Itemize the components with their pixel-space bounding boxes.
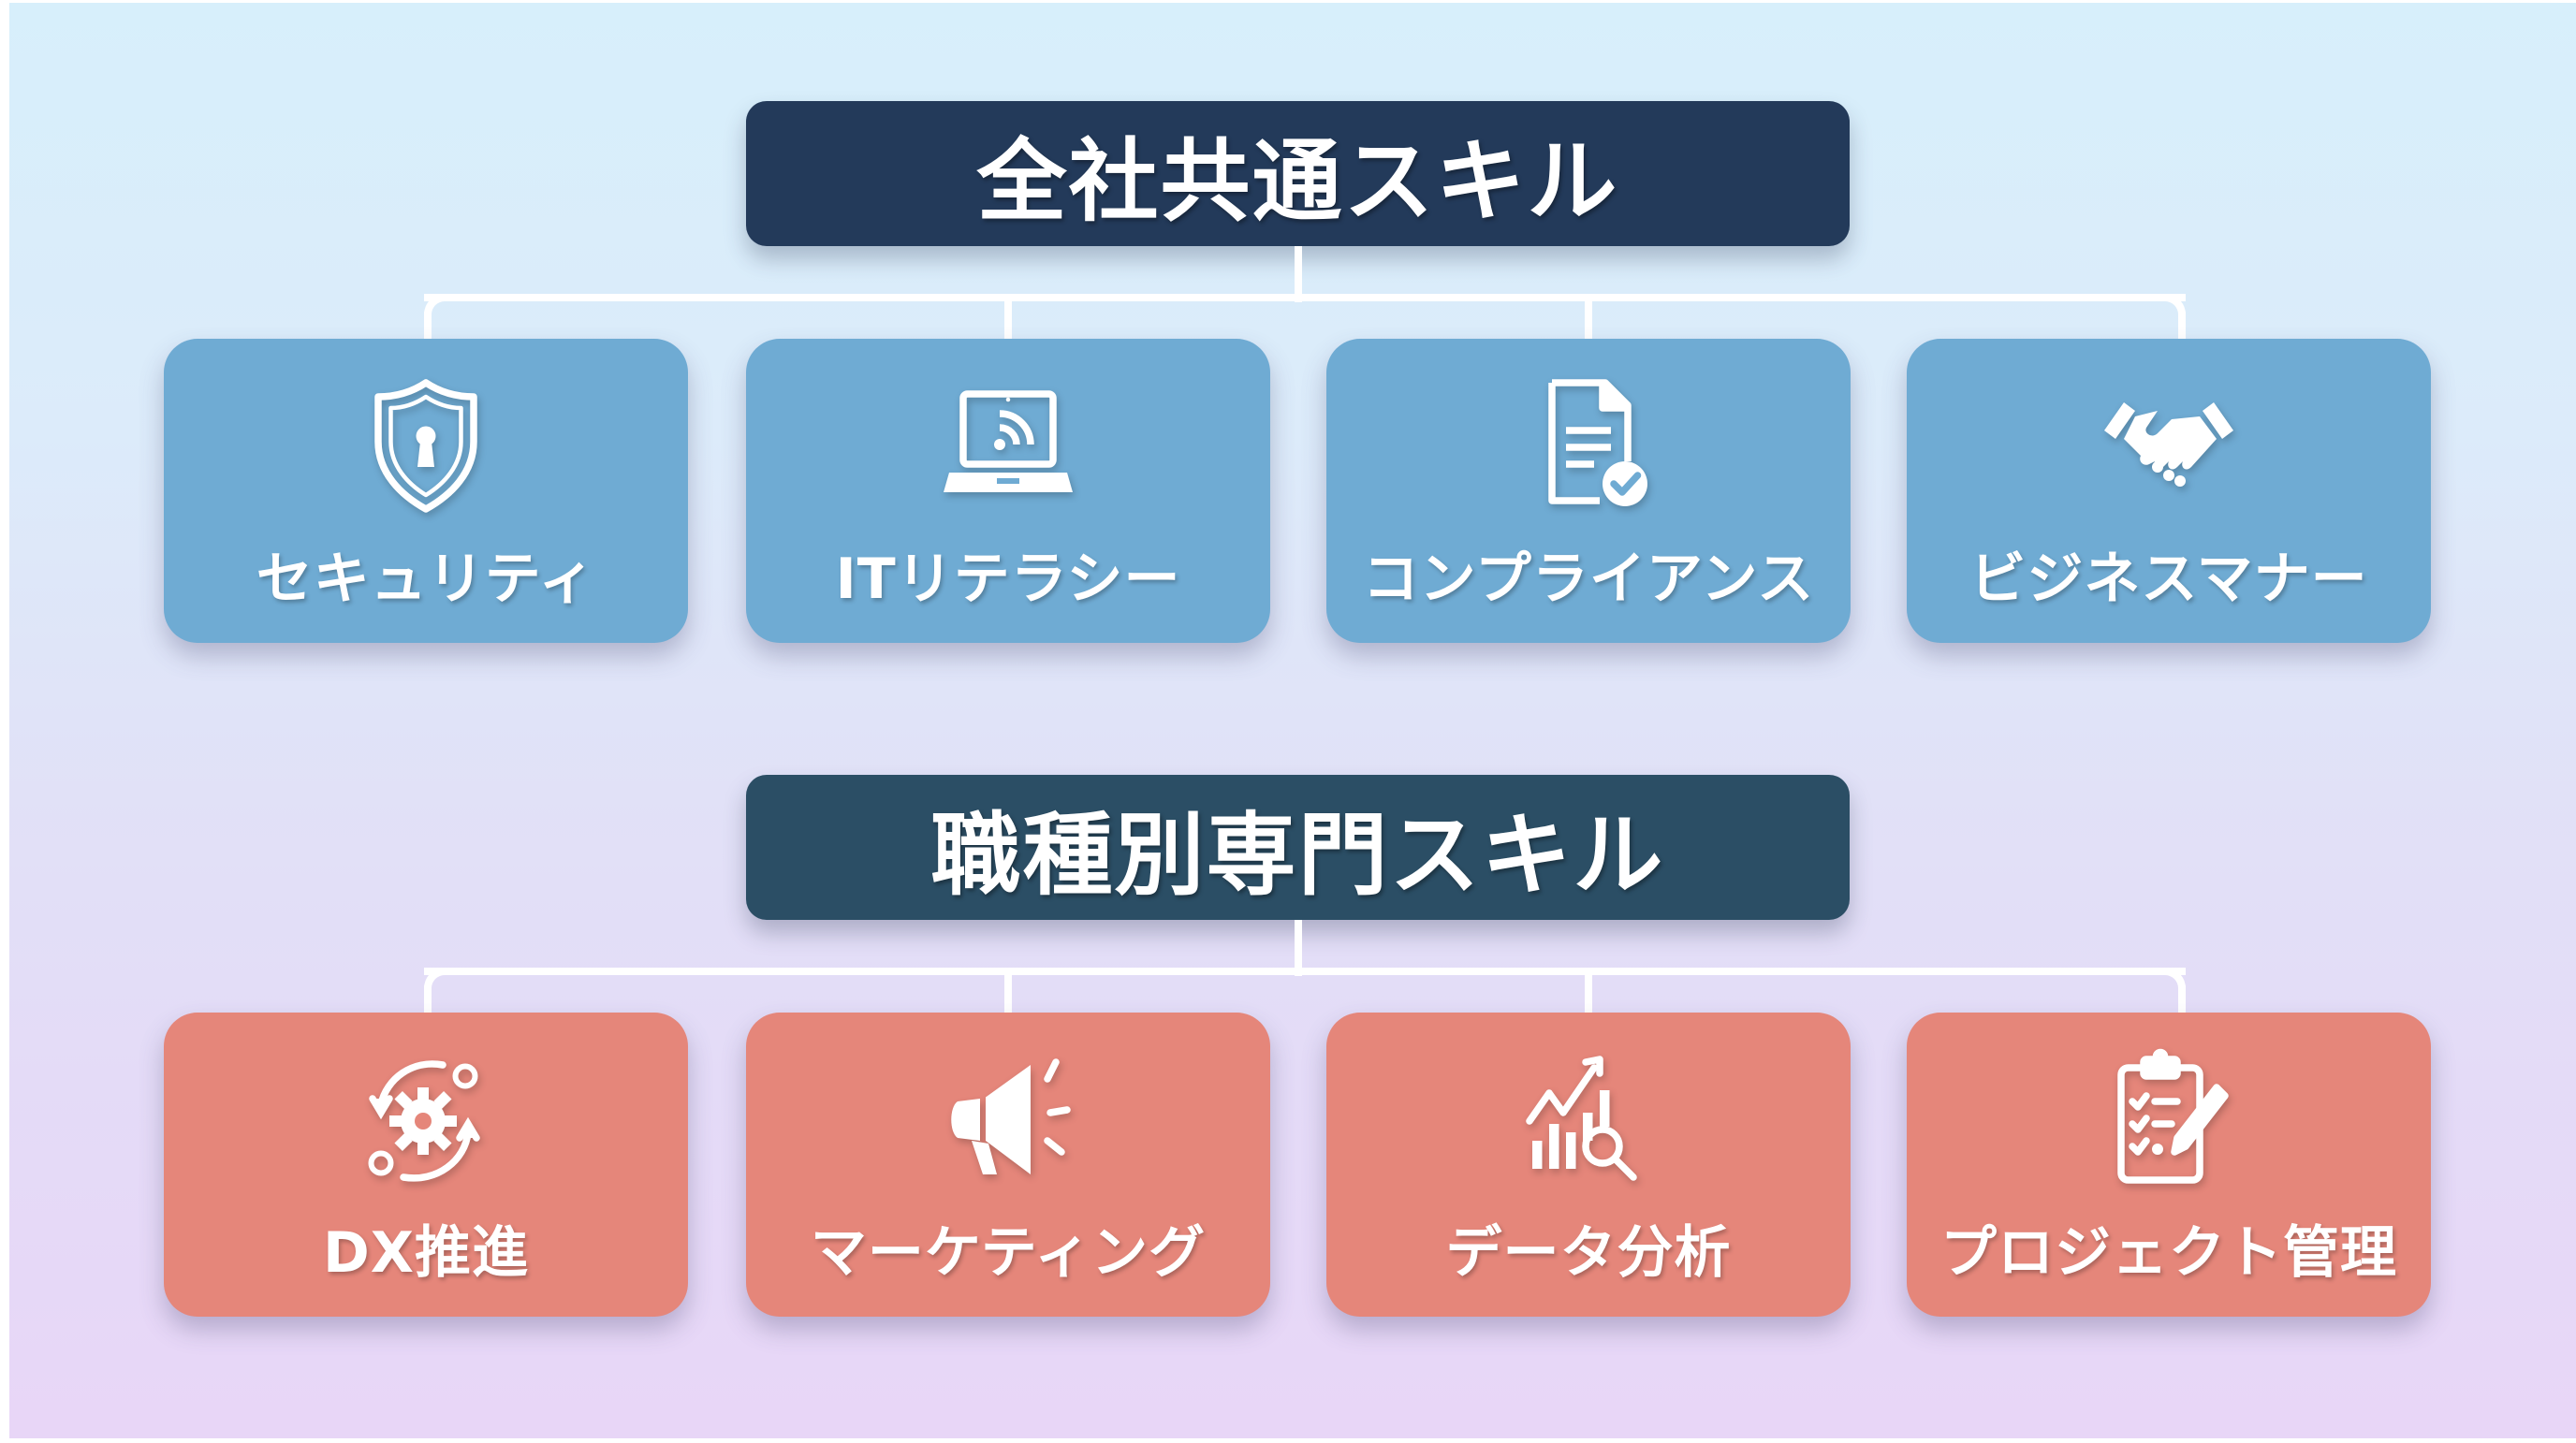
handshake-icon [2089,374,2248,515]
connector-horizontal [424,294,2186,301]
section-title: 全社共通スキル [976,129,1619,234]
skill-card-it-literacy[interactable]: ITリテラシー [746,339,1270,643]
connector-trunk [1295,246,1302,302]
clipboard-checklist-icon [2089,1048,2248,1188]
skill-card-dx[interactable]: DX推進 [164,1013,688,1317]
diagram-canvas: 全社共通スキル セキュリティ [9,3,2576,1438]
document-check-icon [1509,374,1668,515]
skill-card-compliance[interactable]: コンプライアンス [1326,339,1851,643]
skill-card-business-manners[interactable]: ビジネスマナー [1907,339,2431,643]
connector-corner-right [2161,294,2186,318]
connector-branch-4 [2178,312,2186,340]
connector-branch-3 [1585,294,1592,340]
connector-corner-right [2161,968,2186,992]
section-header-common-skills: 全社共通スキル [746,101,1850,246]
connector-branch-2 [1004,294,1012,340]
skill-card-project-management[interactable]: プロジェクト管理 [1907,1013,2431,1317]
skill-label: マーケティング [810,1220,1207,1286]
skill-label: コンプライアンス [1362,547,1815,612]
skill-card-marketing[interactable]: マーケティング [746,1013,1270,1317]
connector-corner-left [424,294,448,318]
skill-label: プロジェクト管理 [1940,1220,2397,1286]
laptop-wifi-icon [929,374,1088,515]
skill-label: セキュリティ [256,547,596,612]
section-header-specialist-skills: 職種別専門スキル [746,775,1850,920]
skill-label: ビジネスマナー [1969,547,2368,612]
connector-branch-1 [424,312,432,340]
skill-label: ITリテラシー [835,547,1181,612]
skill-label: データ分析 [1445,1220,1732,1286]
connector-branch-4 [2178,985,2186,1013]
skill-label: DX推進 [322,1220,530,1286]
megaphone-icon [929,1048,1088,1188]
shield-lock-icon [346,374,505,515]
section-title: 職種別専門スキル [930,803,1665,908]
chart-magnifier-icon [1509,1048,1668,1188]
connector-trunk [1295,920,1302,976]
connector-horizontal [424,968,2186,975]
skill-card-security[interactable]: セキュリティ [164,339,688,643]
skill-card-data-analysis[interactable]: データ分析 [1326,1013,1851,1317]
connector-branch-1 [424,985,432,1013]
connector-branch-3 [1585,968,1592,1013]
connector-corner-left [424,968,448,992]
gears-cycle-icon [346,1048,505,1188]
connector-branch-2 [1004,968,1012,1013]
